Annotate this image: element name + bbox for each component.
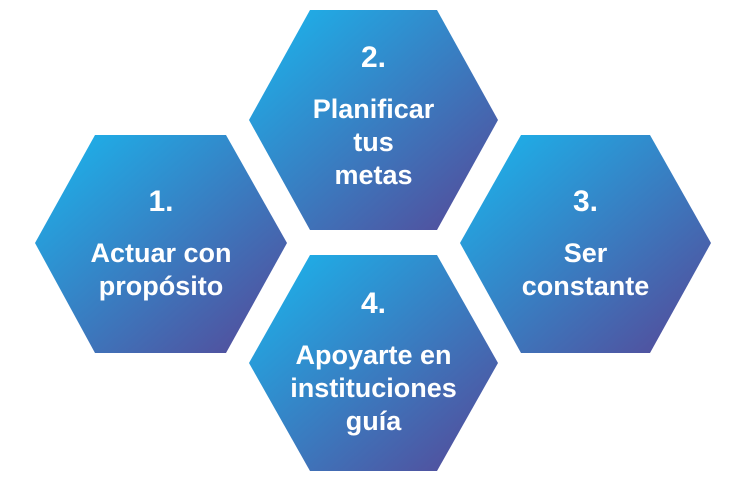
hexagon-4 — [249, 255, 498, 471]
step-number: 2. — [360, 40, 387, 74]
step-text-line: Apoyarte en — [295, 339, 452, 370]
step-text-line: instituciones — [290, 372, 457, 403]
step-number: 3. — [572, 185, 599, 218]
step-text-line: Actuar con — [90, 238, 232, 268]
step-text-line: guía — [345, 405, 402, 436]
hexagon-1-label: 1. Actuar con propósito — [35, 135, 287, 353]
hexagon-2-label: 2. Planificar tus metas — [249, 16, 498, 216]
hexagon-2 — [249, 10, 498, 230]
step-text-line: metas — [334, 159, 413, 190]
step-text-line: tus — [353, 126, 394, 157]
step-text-line: Ser — [563, 238, 608, 268]
step-number: 1. — [148, 185, 174, 218]
hexagon-1 — [35, 135, 287, 353]
step-text-line: constante — [521, 271, 650, 301]
step-text-line: propósito — [98, 271, 224, 301]
step-number: 4. — [360, 286, 387, 320]
hexagon-3-label: 3. Ser constante — [460, 135, 711, 353]
step-text-line: Planificar — [312, 93, 435, 124]
hexagon-4-label: 4. Apoyarte en instituciones guía — [249, 262, 498, 462]
hexagon-3 — [460, 135, 711, 353]
